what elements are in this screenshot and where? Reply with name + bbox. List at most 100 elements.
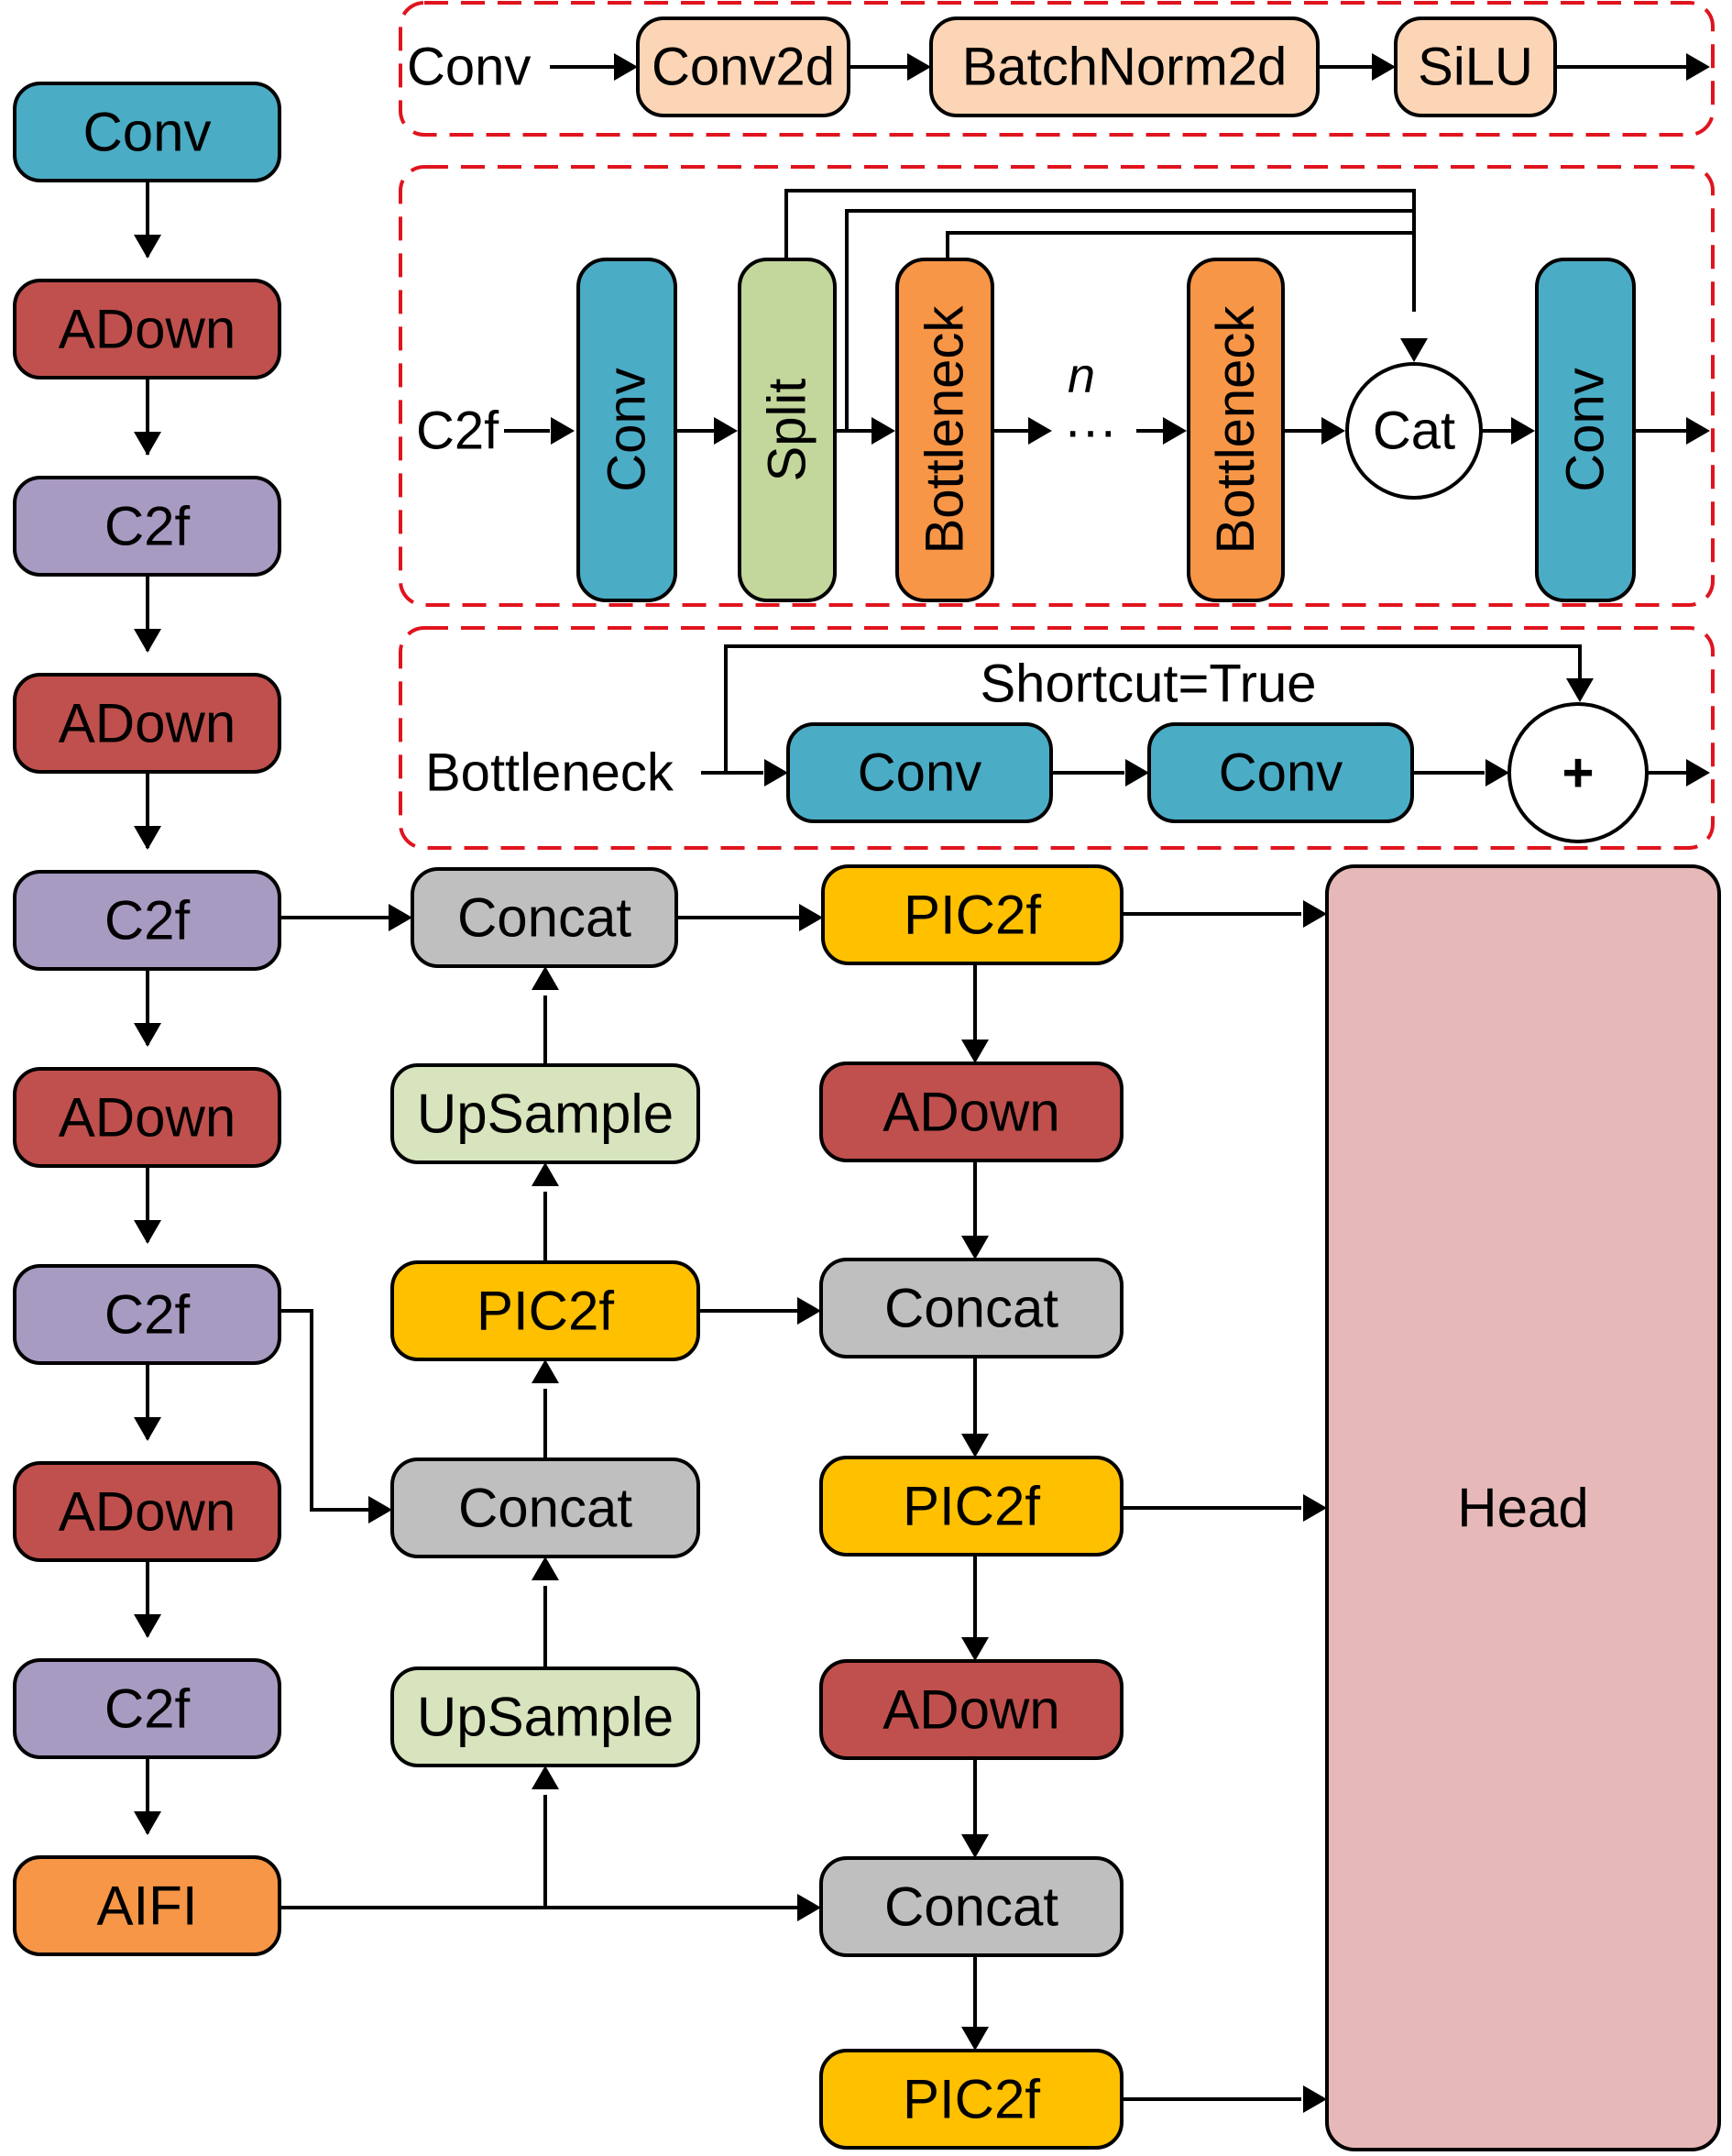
neck-concat-1-label: Concat bbox=[884, 1278, 1058, 1339]
conv-detail-silu: SiLU bbox=[1394, 16, 1557, 117]
arrowhead bbox=[1028, 417, 1052, 445]
arrowhead bbox=[134, 1417, 161, 1441]
c2f-detail-cat-label: Cat bbox=[1373, 402, 1455, 461]
neck-pic2f-out-2-label: PIC2f bbox=[903, 1476, 1040, 1537]
arrowhead bbox=[1303, 900, 1327, 928]
c2f-detail-conv-out-shape bbox=[1535, 258, 1636, 602]
arrowhead bbox=[551, 417, 575, 445]
backbone-adown-4: ADown bbox=[13, 1461, 281, 1562]
neck-pic2f-out-1-label: PIC2f bbox=[904, 885, 1041, 946]
arrowhead bbox=[1686, 417, 1710, 445]
bottleneck-detail-conv-1-label: Conv bbox=[858, 743, 981, 803]
conv-detail-conv2d: Conv2d bbox=[636, 16, 850, 117]
arrowhead bbox=[134, 826, 161, 850]
conv-detail-input-label: Conv bbox=[407, 38, 531, 97]
c2f-detail-conv-out-label: Conv bbox=[1556, 368, 1616, 491]
arrowhead bbox=[134, 1220, 161, 1244]
neck-upsample-top-shape bbox=[390, 1063, 700, 1164]
conv-detail-batchnorm2d-shape bbox=[929, 16, 1320, 117]
arrowhead bbox=[1303, 2085, 1327, 2113]
neck-upsample-bottom: UpSample bbox=[390, 1666, 700, 1767]
bottleneck-detail-input-label: Bottleneck bbox=[425, 743, 674, 803]
conv-detail-conv2d-label: Conv2d bbox=[652, 38, 835, 97]
backbone-adown-2-label: ADown bbox=[59, 693, 236, 754]
arrowhead bbox=[532, 1162, 559, 1186]
backbone-c2f-1: C2f bbox=[13, 476, 281, 577]
c2f-detail-split: Split bbox=[738, 258, 837, 602]
neck-adown-1: ADown bbox=[819, 1062, 1124, 1162]
c2f-detail-bottleneck-1-label: Bottleneck bbox=[915, 305, 975, 555]
arrowhead bbox=[961, 1434, 989, 1458]
backbone-adown-3: ADown bbox=[13, 1067, 281, 1168]
arrowhead bbox=[797, 1297, 821, 1325]
c2f-detail-bottleneck-1: Bottleneck bbox=[895, 258, 994, 602]
neck-concat-top: Concat bbox=[411, 867, 678, 968]
bottleneck-detail-conv-2-shape bbox=[1147, 722, 1414, 823]
backbone-c2f-1-shape bbox=[13, 476, 281, 577]
backbone-c2f-3-shape bbox=[13, 1264, 281, 1365]
backbone-c2f-3: C2f bbox=[13, 1264, 281, 1365]
neck-adown-2: ADown bbox=[819, 1659, 1124, 1760]
backbone-adown-2: ADown bbox=[13, 673, 281, 774]
neck-adown-1-label: ADown bbox=[882, 1082, 1059, 1143]
arrowhead bbox=[961, 2027, 989, 2051]
arrowhead bbox=[1566, 678, 1594, 702]
detection-head: Head bbox=[1325, 864, 1721, 2151]
arrowhead bbox=[797, 1894, 821, 1921]
neck-concat-mid: Concat bbox=[390, 1458, 700, 1558]
neck-pic2f-out-3-label: PIC2f bbox=[903, 2069, 1040, 2130]
backbone-c2f-4-label: C2f bbox=[104, 1678, 191, 1740]
neck-upsample-bottom-shape bbox=[390, 1666, 700, 1767]
neck-concat-top-shape bbox=[411, 867, 678, 968]
backbone-adown-4-shape bbox=[13, 1461, 281, 1562]
backbone-aifi-label: AIFI bbox=[96, 1876, 197, 1937]
arrowhead bbox=[389, 904, 412, 931]
bottleneck-detail-add-shape bbox=[1507, 702, 1649, 843]
c2f-detail-repeat-n: n bbox=[1068, 348, 1095, 403]
neck-pic2f-mid-label: PIC2f bbox=[477, 1281, 614, 1342]
arrowhead bbox=[532, 1359, 559, 1383]
arrowhead bbox=[1372, 53, 1396, 81]
c2f-detail-conv-in-label: Conv bbox=[597, 368, 657, 491]
backbone-adown-1-label: ADown bbox=[59, 299, 236, 360]
backbone-adown-1: ADown bbox=[13, 279, 281, 380]
neck-pic2f-out-2-shape bbox=[819, 1456, 1124, 1556]
arrowhead bbox=[1485, 759, 1509, 786]
bottleneck-detail-conv-1: Conv bbox=[786, 722, 1053, 823]
arrowhead bbox=[961, 1834, 989, 1858]
conv-detail-conv2d-shape bbox=[636, 16, 850, 117]
c2f-detail-conv-in: Conv bbox=[576, 258, 677, 602]
neck-concat-mid-label: Concat bbox=[458, 1478, 632, 1539]
c2f-detail-conv-out: Conv bbox=[1535, 258, 1636, 602]
neck-pic2f-out-3-shape bbox=[819, 2049, 1124, 2150]
neck-concat-2-label: Concat bbox=[884, 1876, 1058, 1938]
bottleneck-detail-shortcut-label: Shortcut=True bbox=[981, 654, 1317, 714]
c2f-detail-bottleneck-2-shape bbox=[1187, 258, 1285, 602]
detection-head-label: Head bbox=[1457, 1478, 1588, 1539]
c2f-detail-input-label: C2f bbox=[416, 402, 499, 461]
backbone-adown-2-shape bbox=[13, 673, 281, 774]
arrowhead bbox=[532, 966, 559, 990]
arrowhead bbox=[368, 1496, 392, 1524]
arrowhead bbox=[1163, 417, 1187, 445]
c2f-detail-bottleneck-2-label: Bottleneck bbox=[1206, 305, 1266, 555]
bottleneck-detail-add-label: + bbox=[1562, 742, 1594, 804]
neck-pic2f-out-1-shape bbox=[821, 864, 1124, 965]
arrowhead bbox=[961, 1040, 989, 1063]
detection-head-shape bbox=[1325, 864, 1721, 2151]
arrowhead bbox=[1686, 759, 1710, 786]
backbone-conv-label: Conv bbox=[82, 102, 211, 163]
neck-pic2f-mid: PIC2f bbox=[390, 1260, 700, 1361]
bottleneck-detail-add: + bbox=[1507, 702, 1649, 843]
backbone-adown-3-shape bbox=[13, 1067, 281, 1168]
arrowhead bbox=[614, 53, 638, 81]
conv-detail-silu-shape bbox=[1394, 16, 1557, 117]
backbone-adown-4-label: ADown bbox=[59, 1481, 236, 1543]
arrowhead bbox=[1303, 1494, 1327, 1522]
backbone-c2f-3-label: C2f bbox=[104, 1284, 191, 1346]
backbone-c2f-4-shape bbox=[13, 1658, 281, 1759]
conv-detail-batchnorm2d: BatchNorm2d bbox=[929, 16, 1320, 117]
arrowhead bbox=[532, 1766, 559, 1789]
c2f-detail-split-label: Split bbox=[758, 379, 817, 482]
